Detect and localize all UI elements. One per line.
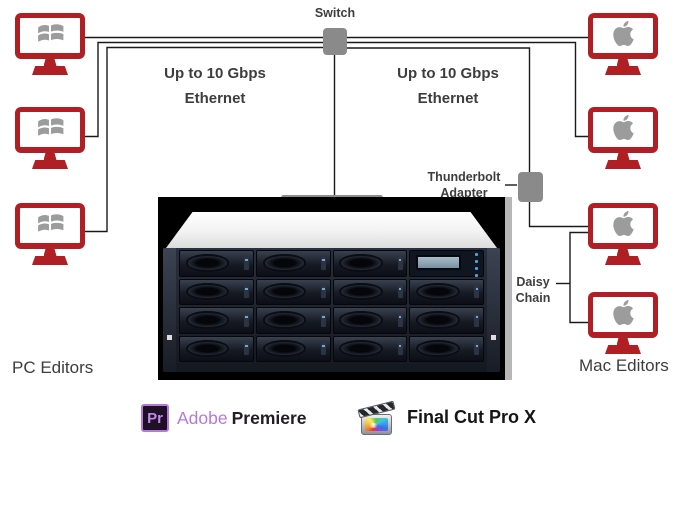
storage-server-image: [158, 197, 505, 380]
mac-monitor-3: [588, 203, 658, 265]
final-cut-clapperboard-icon: [357, 400, 396, 436]
premiere-product-text: Premiere: [231, 408, 307, 428]
ethernet-speed-text: Up to 10 Gbps: [397, 65, 499, 82]
windows-logo-icon: [34, 209, 67, 243]
drive-bay: [179, 335, 254, 362]
server-top-cover: [166, 212, 497, 248]
drive-bay: [332, 307, 408, 334]
drive-bay: [332, 250, 408, 277]
mac-editors-label: Mac Editors: [579, 356, 669, 375]
drive-bay: [409, 335, 484, 362]
ethernet-label-right: Up to 10 Gbps Ethernet: [378, 61, 518, 111]
switch-label: Switch: [314, 6, 356, 20]
thunderbolt-adapter-device: [518, 172, 543, 202]
drive-bay: [255, 335, 331, 362]
drive-bay: [255, 278, 331, 305]
pc-monitor-2: [15, 107, 85, 169]
pc-monitor-3: [15, 203, 85, 265]
ethernet-speed-text: Up to 10 Gbps: [164, 65, 266, 82]
apple-logo-icon: [611, 19, 636, 53]
premiere-pr-icon: Pr: [141, 404, 169, 432]
mac-monitor-2: [588, 107, 658, 169]
daisy-chain-label: Daisy Chain: [515, 275, 551, 305]
pc-editors-label: PC Editors: [12, 358, 94, 377]
drive-bay: [409, 278, 484, 305]
drive-bay: [332, 335, 408, 362]
server-rail-left: [163, 248, 176, 372]
drive-bay: [179, 250, 254, 277]
drive-bay: [179, 278, 254, 305]
apple-logo-icon: [611, 209, 636, 243]
apple-logo-icon: [611, 113, 636, 147]
drive-bay: [409, 307, 484, 334]
pc-monitor-1: [15, 13, 85, 75]
windows-logo-icon: [34, 113, 67, 147]
final-cut-wordmark: Final Cut Pro X: [407, 407, 537, 427]
server-rail-right: [487, 248, 500, 372]
server-image-edge: [505, 197, 512, 380]
thunderbolt-adapter-label: Thunderbolt Adapter: [427, 170, 501, 200]
ethernet-type-text: Ethernet: [417, 90, 479, 107]
ethernet-label-left: Up to 10 Gbps Ethernet: [145, 61, 285, 111]
server-lcd-panel: [409, 250, 484, 278]
ethernet-type-text: Ethernet: [184, 90, 246, 107]
windows-logo-icon: [34, 19, 67, 53]
mac-monitor-1: [588, 13, 658, 75]
drive-bay: [255, 250, 331, 277]
drive-bay: [255, 307, 331, 334]
switch-device: [323, 28, 347, 55]
drive-bay: [179, 307, 254, 334]
apple-logo-icon: [611, 298, 636, 332]
adobe-brand-text: Adobe: [177, 408, 228, 428]
drive-bay: [332, 278, 408, 305]
mac-monitor-4: [588, 292, 658, 354]
server-chassis: [163, 248, 500, 372]
server-drive-bays: [179, 250, 484, 362]
